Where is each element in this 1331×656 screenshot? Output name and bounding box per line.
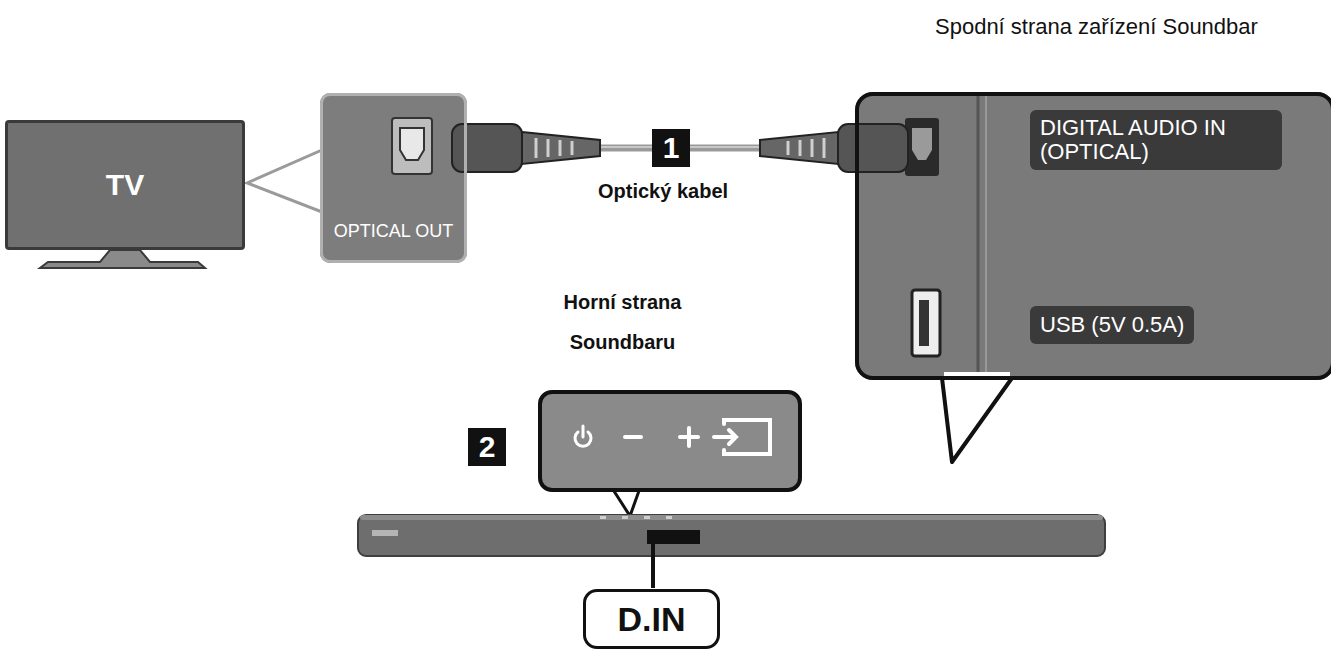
cable-plug [838, 124, 908, 172]
edge-label: Optický kabel [595, 180, 731, 203]
cable-strain-relief [522, 132, 600, 164]
button-panel [540, 392, 800, 490]
node-text: Spodní strana zařízení Soundbar [935, 14, 1258, 40]
optical-socket [400, 128, 424, 160]
callout-tail [612, 488, 640, 516]
power-icon [582, 426, 585, 437]
callout-number: 2 [468, 428, 506, 466]
port-plate: DIGITAL AUDIO IN (OPTICAL) [1030, 110, 1282, 170]
port-box-fill [320, 93, 467, 263]
plus-icon [687, 428, 691, 446]
usb-tongue [919, 300, 929, 346]
button-icons [575, 420, 770, 454]
display-window [647, 530, 700, 544]
panel-callout: Spodní strana zařízení SoundbarDIGITAL A… [855, 92, 1331, 380]
panel-divider [985, 94, 987, 378]
minus-icon [625, 435, 641, 439]
node-text: DIGITAL AUDIO IN (OPTICAL) [1040, 116, 1272, 164]
tv-screen: TV [5, 120, 245, 250]
plug-ribs [536, 138, 572, 158]
node-text: USB (5V 0.5A) [1040, 312, 1184, 338]
panel-divider [977, 94, 980, 378]
tv-stand [40, 250, 205, 268]
soundbar-logo [372, 530, 398, 536]
usb-port [912, 290, 940, 356]
soundbar [358, 515, 1105, 556]
optical-port [392, 118, 432, 174]
node-text: OPTICAL OUT [334, 221, 453, 242]
callout-tail [942, 378, 1012, 462]
input-icon [724, 420, 770, 454]
callout-tail [247, 150, 322, 212]
port-callout: OPTICAL OUT [320, 93, 467, 263]
cable-plug [452, 124, 522, 172]
leader-line [651, 544, 655, 588]
port-plate: USB (5V 0.5A) [1030, 306, 1194, 344]
cable-strain-relief [760, 132, 838, 164]
input-icon [714, 430, 736, 444]
display-callout: D.IN [583, 589, 720, 649]
optical-socket [912, 128, 932, 160]
soundbar-top [360, 515, 1103, 520]
node-text: TV [106, 168, 144, 202]
plug-ribs [788, 138, 824, 158]
top-buttons [600, 516, 672, 519]
panel-fill [855, 92, 1331, 380]
optical-port [905, 118, 939, 176]
callout-number: 1 [652, 129, 690, 167]
node-text: D.IN [618, 600, 686, 639]
part-label: Horní strana Soundbaru [535, 282, 710, 362]
